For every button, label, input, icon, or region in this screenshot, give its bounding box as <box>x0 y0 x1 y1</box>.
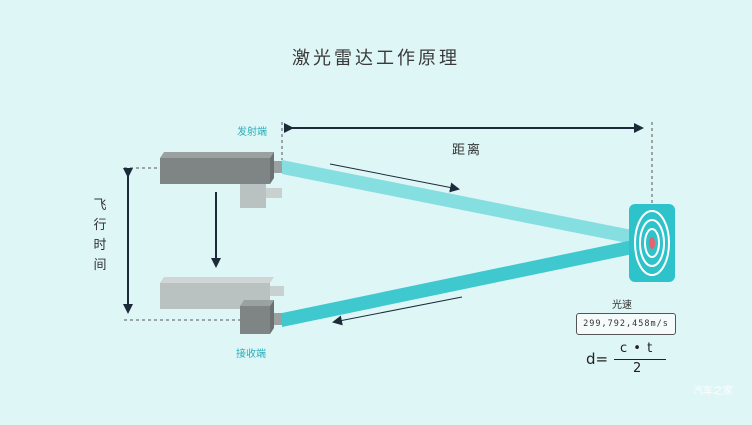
beam-outgoing <box>282 160 652 248</box>
emitter-label: 发射端 <box>237 127 267 138</box>
distance-label: 距离 <box>452 143 483 158</box>
diagram-title: 激光雷达工作原理 <box>292 48 460 69</box>
formula-denominator: 2 <box>633 361 642 376</box>
receiver-label: 接收端 <box>236 349 266 360</box>
beam-return <box>282 236 652 327</box>
speed-of-light-label: 光速 <box>612 300 632 311</box>
receiver-device <box>160 277 284 334</box>
emitter-device <box>160 152 282 208</box>
beam-direction-return-arrow <box>332 296 463 326</box>
distance-formula: d= c • t 2 <box>586 340 676 380</box>
flight-time-label: 飞行时间 <box>93 198 107 273</box>
target <box>629 204 675 282</box>
formula-numerator: c • t <box>620 341 654 356</box>
speed-value-box: 299,792,458m/s <box>576 313 676 335</box>
watermark-line-1: 汽车之家 <box>693 386 733 397</box>
watermark: 汽车之家 <box>693 385 733 398</box>
beam-direction-out-arrow <box>329 163 460 193</box>
formula-lhs: d= <box>586 350 609 368</box>
formula-fraction-bar <box>614 359 666 360</box>
